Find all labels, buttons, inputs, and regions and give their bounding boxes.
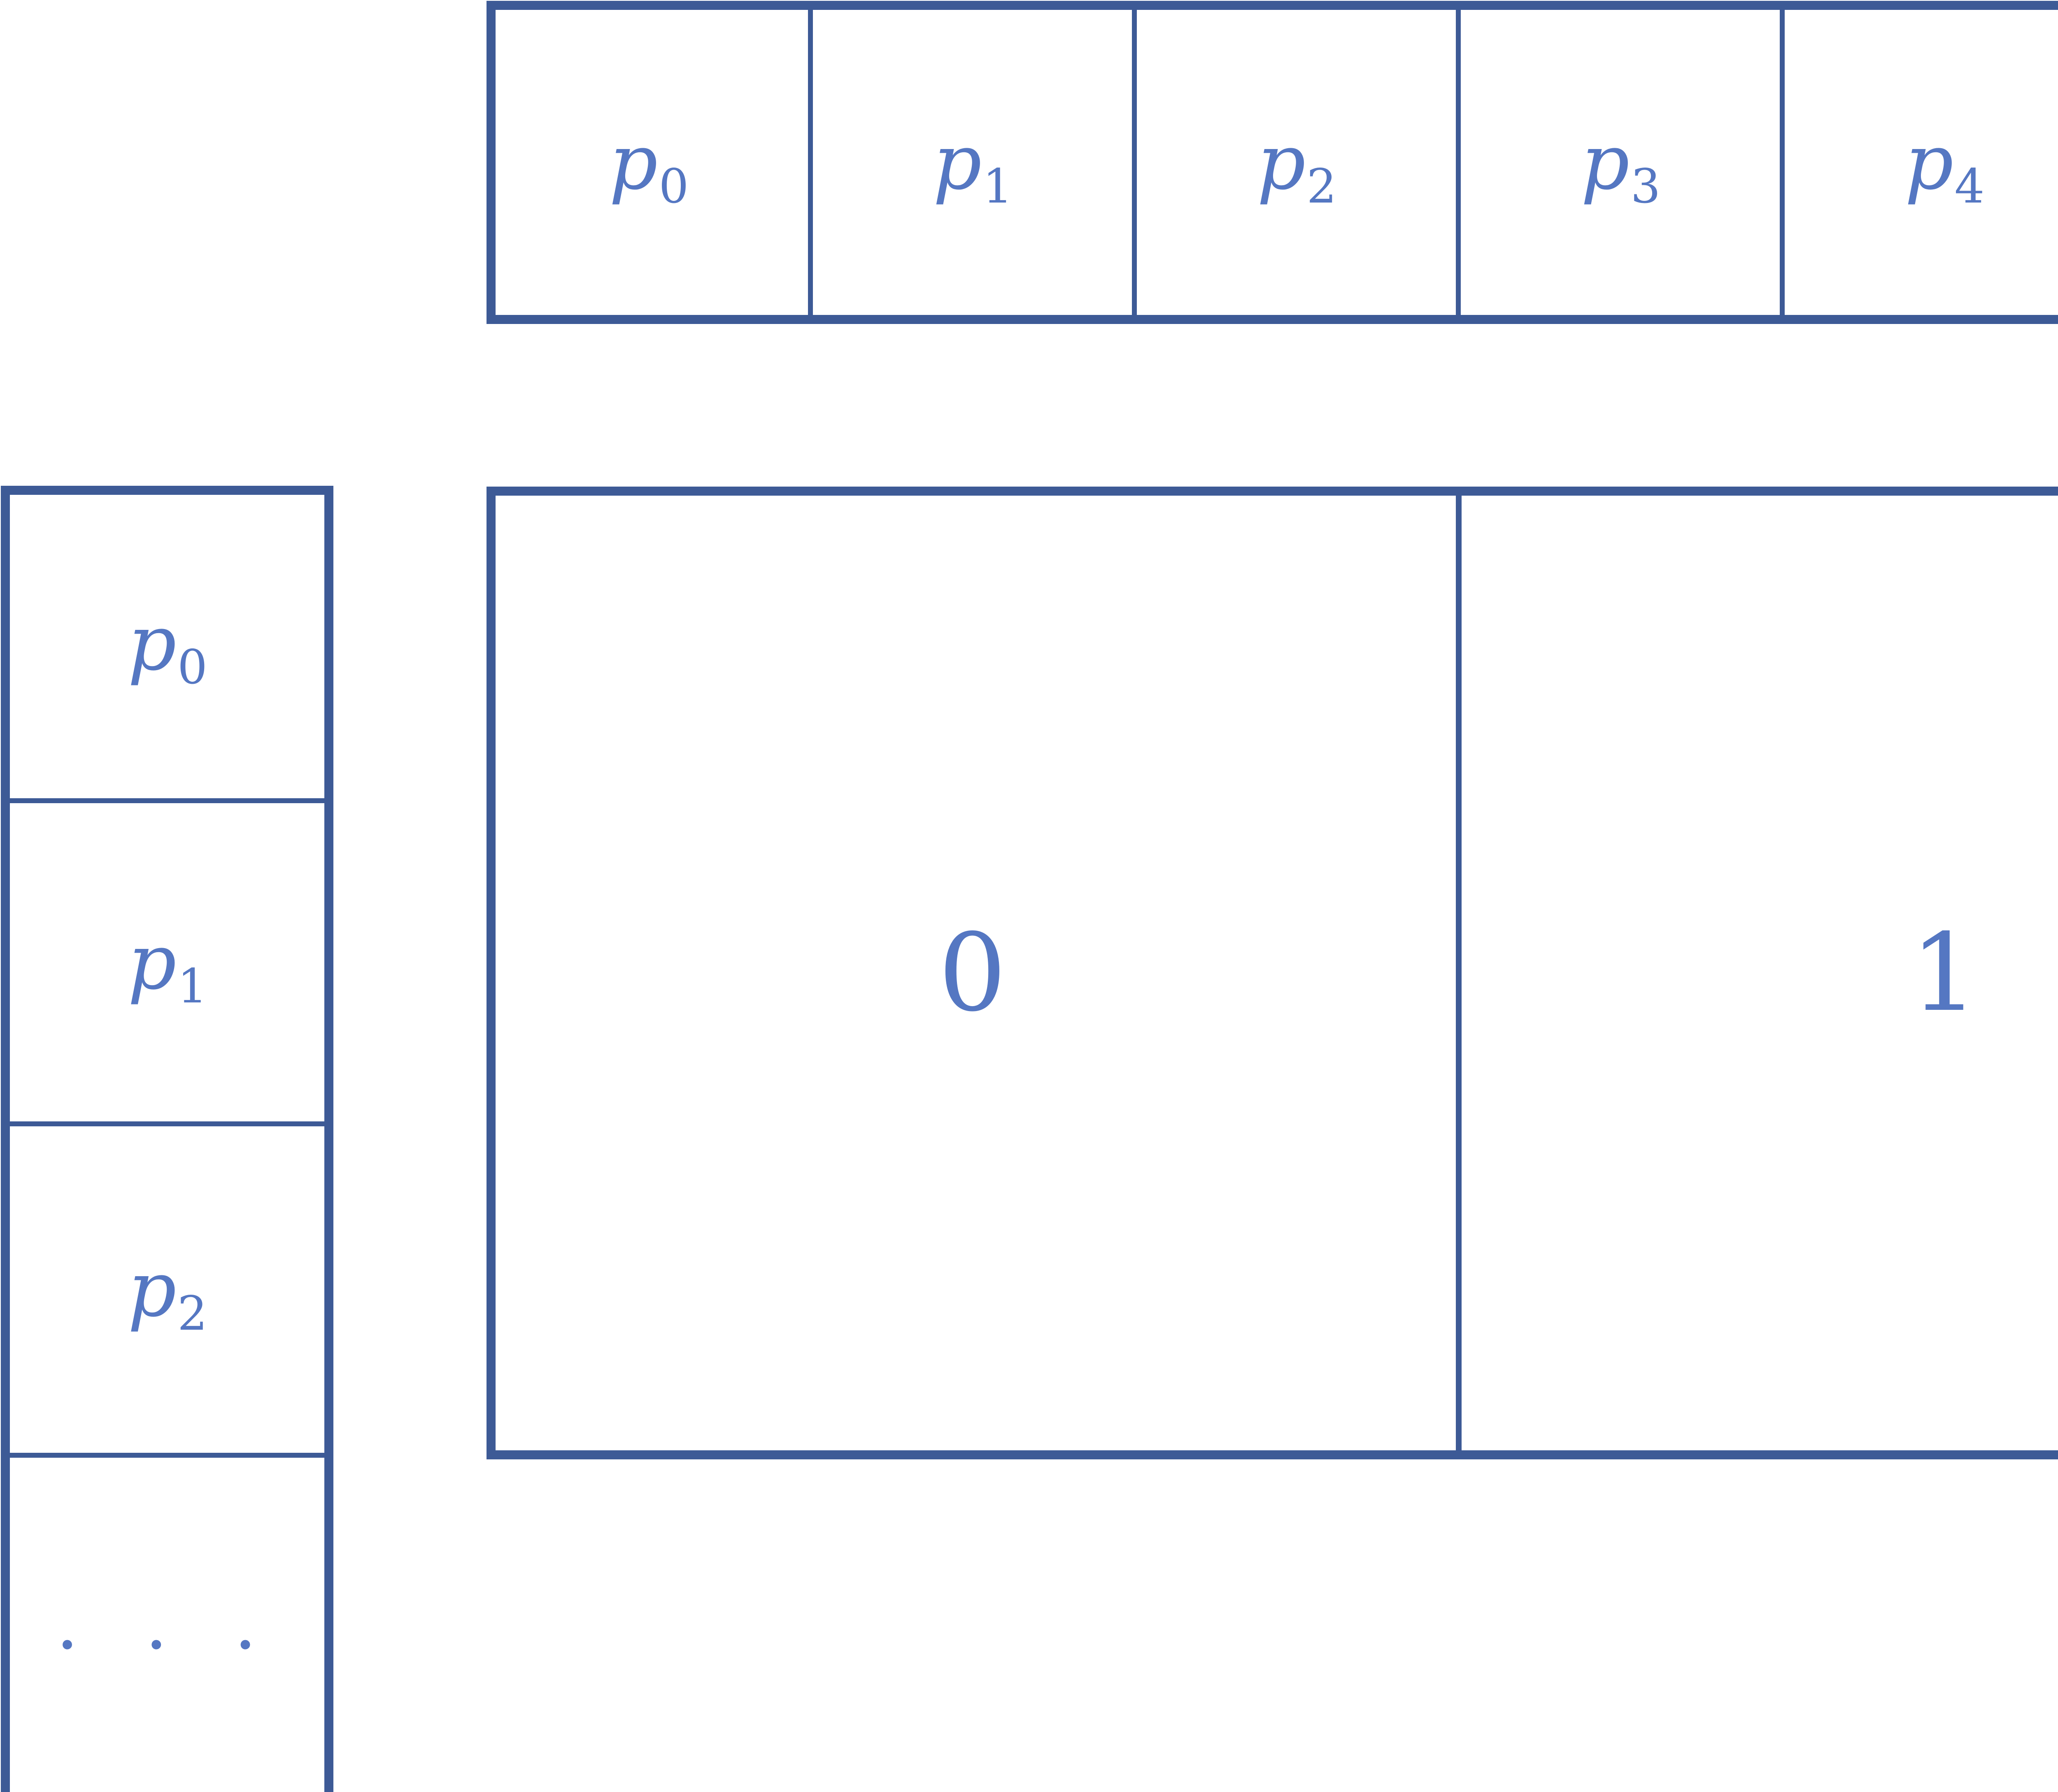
left-column-divider-1 <box>1 798 333 803</box>
left-column-cell-ellipsis[interactable]: . . . <box>1 1455 333 1792</box>
top-row-label-p0: p0 <box>609 118 689 214</box>
top-row-cell-p1[interactable]: p1 <box>810 1 1134 324</box>
left-column-label-p0: p0 <box>128 599 207 695</box>
ellipsis-icon: . . . <box>56 1582 279 1666</box>
processor-column: p0 p1 p2 . . . <box>1 486 333 1792</box>
left-column-border-left <box>1 486 10 1792</box>
left-column-cell-p1[interactable]: p1 <box>1 801 333 1124</box>
left-column-divider-3 <box>1 1453 333 1458</box>
block-label-1: 1 <box>1910 911 1979 1035</box>
block-grid-border-left <box>487 487 496 1459</box>
left-column-label-p1: p1 <box>128 918 207 1014</box>
top-row-divider-3 <box>1456 1 1461 324</box>
left-column-cell-p2[interactable]: p2 <box>1 1124 333 1455</box>
top-row-label-p1: p1 <box>933 118 1013 214</box>
left-column-label-p2: p2 <box>128 1245 207 1342</box>
left-column-cell-p0[interactable]: p0 <box>1 486 333 801</box>
block-grid-border-bottom <box>487 1450 2058 1459</box>
top-row-border-left <box>487 1 496 324</box>
block-grid: 0 1 2 <box>487 487 2058 1459</box>
left-column-border-right <box>324 486 333 1792</box>
block-cell-1[interactable]: 1 <box>1458 487 2058 1459</box>
block-grid-border-top <box>487 487 2058 496</box>
top-row-divider-2 <box>1132 1 1137 324</box>
left-column-border-top <box>1 486 333 495</box>
processor-strip: p0 p1 p2 p3 p4 p5 <box>487 1 2058 324</box>
top-row-border-top <box>487 1 2058 10</box>
top-row-divider-4 <box>1780 1 1785 324</box>
block-grid-divider-1 <box>1456 487 1462 1459</box>
block-label-0: 0 <box>938 911 1007 1035</box>
top-row-cell-p2[interactable]: p2 <box>1134 1 1458 324</box>
left-column-divider-2 <box>1 1121 333 1126</box>
top-row-cell-p0[interactable]: p0 <box>487 1 810 324</box>
top-row-label-p2: p2 <box>1257 118 1337 214</box>
top-row-divider-1 <box>808 1 813 324</box>
top-row-label-p4: p4 <box>1904 118 1985 214</box>
top-row-label-p3: p3 <box>1581 118 1661 214</box>
top-row-border-bottom <box>487 315 2058 324</box>
block-cell-0[interactable]: 0 <box>487 487 1458 1459</box>
top-row-cell-p3[interactable]: p3 <box>1458 1 1782 324</box>
top-row-cell-p4[interactable]: p4 <box>1782 1 2058 324</box>
